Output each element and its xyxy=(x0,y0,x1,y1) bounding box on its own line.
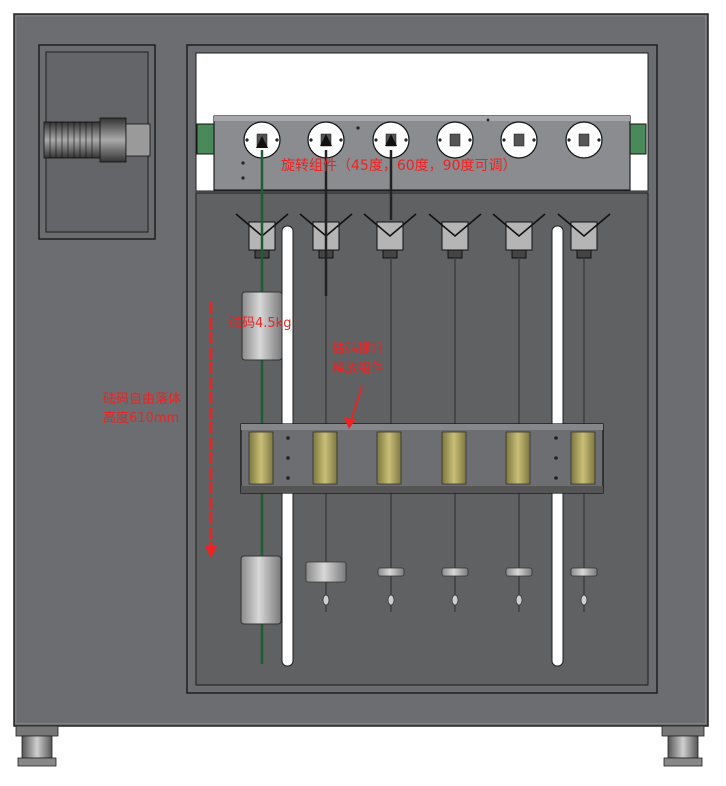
label-lift-line1: 砝码提升 xyxy=(332,342,385,357)
label-free-fall: 砝码自由落体 高度610mm xyxy=(103,390,181,428)
release-bar xyxy=(240,423,604,494)
motor-window xyxy=(38,44,156,240)
rod-end-pieces xyxy=(305,561,598,606)
label-drop-line2: 高度610mm xyxy=(103,411,180,426)
weight-lower xyxy=(240,555,282,625)
label-drop-line1: 砝码自由落体 xyxy=(103,392,182,407)
label-lift-line2: 释放组件 xyxy=(332,361,385,376)
label-lift-release: 砝码提升 释放组件 xyxy=(332,340,384,378)
hanger-clamps xyxy=(235,213,611,259)
rotation-beam xyxy=(196,115,647,191)
annotation-arrows xyxy=(209,302,363,548)
feet xyxy=(15,725,705,767)
label-rotation-assembly: 旋转组件（45度，60度，90度可调） xyxy=(281,158,517,174)
rod-arrows xyxy=(256,134,397,148)
weight-upper xyxy=(241,291,283,361)
label-weight: 砝码4.5kg xyxy=(229,316,292,331)
